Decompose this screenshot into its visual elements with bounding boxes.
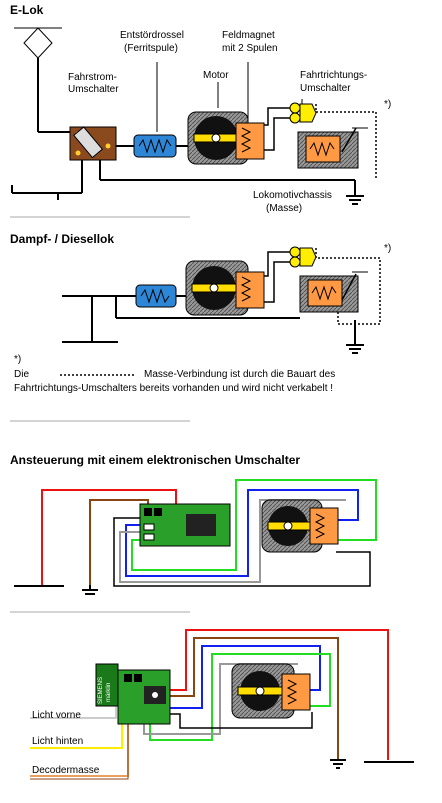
note-die: Die — [14, 369, 30, 380]
chip-label-siemens: SIEMENS — [98, 676, 104, 704]
wire-label-decodermasse: Decodermasse — [32, 765, 100, 776]
label-lokomotivchassis: Lokomotivchassis — [253, 190, 332, 201]
pantograph-symbol — [14, 27, 62, 132]
label-ferritspule: (Ferritspule) — [124, 43, 178, 54]
ferrite-coil — [133, 134, 177, 158]
decoder-chip — [95, 663, 171, 725]
field-coil-2 — [235, 271, 265, 309]
label-motor: Motor — [203, 70, 229, 81]
motor-3 — [261, 499, 339, 553]
label-umschalter-1: Umschalter — [68, 84, 119, 95]
fahrstrom-umschalter — [69, 126, 117, 161]
elok-diagram — [10, 27, 377, 218]
footnote-marker-2: *) — [384, 243, 392, 254]
note-marker: *) — [14, 354, 22, 365]
label-umschalter-2: Umschalter — [300, 83, 351, 94]
electronic-diagram-2 — [30, 629, 414, 780]
direction-switch-2 — [289, 246, 381, 325]
section-heading-dampf: Dampf- / Diesellok — [10, 232, 115, 246]
motor-4 — [231, 663, 311, 719]
label-entstoerdrossel: Entstördrossel — [120, 30, 184, 41]
wire-label-licht-vorne: Licht vorne — [32, 710, 81, 721]
wire-label-licht-hinten: Licht hinten — [32, 736, 84, 747]
field-coil — [235, 122, 265, 160]
dampf-diagram — [10, 246, 381, 422]
note-line-1: Masse-Verbindung ist durch die Bauart de… — [144, 369, 336, 380]
ferrite-coil-2 — [135, 284, 177, 308]
motor — [187, 111, 249, 165]
label-2-spulen: mit 2 Spulen — [222, 43, 278, 54]
section-heading-ansteuerung: Ansteuerung mit einem elektronischen Ums… — [10, 453, 301, 467]
footnote-marker-1: *) — [384, 99, 392, 110]
label-feldmagnet: Feldmagnet — [222, 30, 275, 41]
label-fahrstrom: Fahrstrom- — [68, 72, 117, 83]
label-masse: (Masse) — [266, 203, 303, 214]
direction-switch — [289, 102, 377, 180]
decoder-board — [139, 503, 231, 547]
electronic-diagram-1 — [10, 479, 377, 613]
section-heading-elok: E-Lok — [10, 3, 44, 17]
label-fahrtrichtungs: Fahrtrichtungs- — [300, 70, 368, 81]
chip-label-maerklin: märklin — [106, 682, 112, 702]
note-line-2: Fahrtrichtungs-Umschalters bereits vorha… — [14, 383, 334, 394]
motor-2 — [185, 260, 249, 316]
